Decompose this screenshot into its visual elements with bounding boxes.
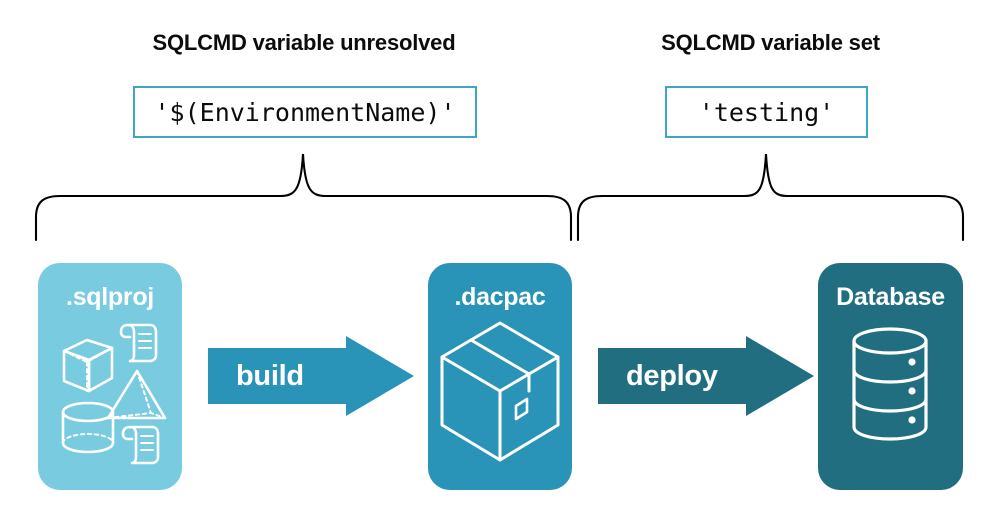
arrow-build-shape xyxy=(208,336,414,416)
sqlcmd-value-box-set: 'testing' xyxy=(665,86,868,138)
arrow-deploy-shape xyxy=(598,336,814,416)
stage-card-sqlproj[interactable]: .sqlproj xyxy=(38,263,182,490)
stage-card-dacpac[interactable]: .dacpac xyxy=(428,263,572,490)
sqlcmd-value-box-unresolved: '$(EnvironmentName)' xyxy=(133,86,477,138)
stage-card-database-label: Database xyxy=(836,283,945,311)
database-artwork xyxy=(852,327,928,441)
stage-card-sqlproj-label: .sqlproj xyxy=(66,283,154,311)
database-cylinder-icon xyxy=(852,327,928,441)
sqlproj-artwork xyxy=(61,323,167,465)
dacpac-artwork xyxy=(440,321,560,462)
cylinder-icon xyxy=(61,401,115,454)
group-heading-left: SQLCMD variable unresolved xyxy=(152,30,456,55)
arrow-build-label: build xyxy=(236,359,304,392)
cube-icon xyxy=(62,338,114,393)
scroll-icon xyxy=(119,323,158,363)
group-heading-right: SQLCMD variable set xyxy=(661,30,880,55)
stage-card-dacpac-label: .dacpac xyxy=(454,283,546,311)
arrow-build: build xyxy=(208,336,414,416)
scroll-icon xyxy=(121,425,160,465)
package-box-icon xyxy=(440,321,560,462)
arrow-deploy: deploy xyxy=(598,336,814,416)
brace-left xyxy=(34,153,573,242)
pyramid-icon xyxy=(106,369,167,420)
stage-card-database[interactable]: Database xyxy=(818,263,963,490)
arrow-deploy-label: deploy xyxy=(626,359,718,392)
brace-right xyxy=(576,153,965,242)
